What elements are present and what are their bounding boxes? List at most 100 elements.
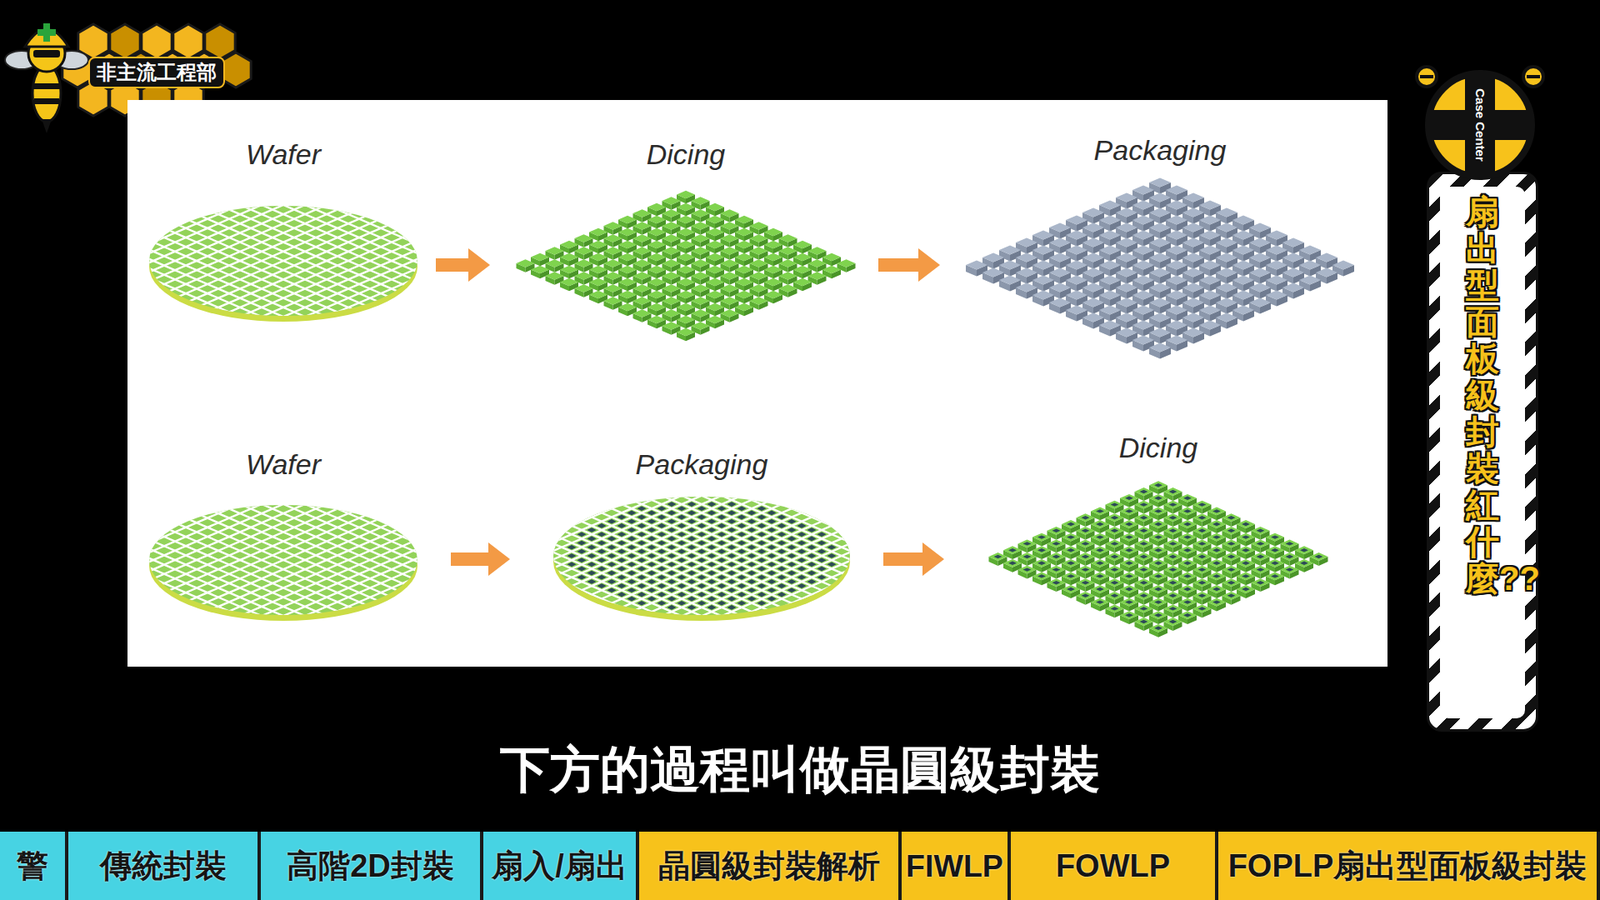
package-dot <box>1008 561 1017 565</box>
package-dot <box>747 562 757 568</box>
scribe-line <box>213 503 420 625</box>
die-top <box>1032 572 1051 581</box>
die-top <box>1182 267 1205 277</box>
die-top <box>720 309 740 317</box>
scribe-line <box>551 495 852 625</box>
scribe-line <box>147 204 420 326</box>
package-dot <box>667 570 677 576</box>
die-top <box>1165 320 1188 330</box>
die-top <box>705 265 725 274</box>
screw <box>1523 66 1544 87</box>
die-top <box>676 315 695 324</box>
die-top <box>1115 237 1138 247</box>
die-top <box>1149 598 1168 607</box>
die-top <box>676 290 695 299</box>
package-dot <box>757 592 767 598</box>
package-dot <box>817 566 827 572</box>
package-dot <box>1140 502 1149 506</box>
package-dot <box>717 549 727 555</box>
package-dot <box>787 588 797 594</box>
die-top <box>618 303 637 311</box>
die-top <box>618 240 637 249</box>
die-top <box>1182 327 1205 337</box>
package-dot <box>647 596 657 602</box>
package-dot <box>787 570 797 576</box>
die-top <box>1082 312 1105 322</box>
scribe-line <box>148 503 420 625</box>
die-top <box>1265 260 1288 270</box>
die-top <box>1310 552 1329 561</box>
die-top <box>618 278 637 286</box>
package-dot <box>1241 522 1250 526</box>
die-top <box>1182 237 1205 247</box>
die-top <box>1199 305 1221 315</box>
die-top <box>589 278 608 286</box>
scribe-line <box>147 204 420 326</box>
package-dot <box>1095 509 1105 513</box>
package-dot <box>637 549 647 555</box>
die-top <box>1061 520 1080 529</box>
die-top <box>676 253 695 261</box>
scribe-line <box>191 503 420 625</box>
die-top <box>1222 552 1241 561</box>
package-dot <box>1066 587 1075 591</box>
die-top <box>1105 591 1125 600</box>
package-dot <box>657 540 667 546</box>
package-dot <box>627 527 637 533</box>
package-dot <box>1300 548 1309 552</box>
die-top <box>676 328 695 336</box>
die-top <box>1232 305 1255 315</box>
package-dot <box>777 540 787 546</box>
package-dot <box>627 510 637 516</box>
die-top <box>633 221 652 230</box>
die-top <box>965 260 988 270</box>
package-dot <box>647 570 657 576</box>
scribe-line <box>147 503 420 625</box>
package-dot <box>667 553 677 559</box>
die-top <box>618 215 637 224</box>
die-top <box>1076 513 1095 522</box>
package-dot <box>1066 522 1075 526</box>
package-dot <box>1110 541 1120 545</box>
package-dot <box>737 505 747 511</box>
package-dot <box>647 588 657 594</box>
package-dot <box>667 536 677 542</box>
scribe-line <box>147 503 420 625</box>
package-dot <box>707 553 717 559</box>
die-top <box>676 215 695 224</box>
package-dot <box>607 536 617 542</box>
package-dot <box>1183 496 1192 500</box>
package-dot <box>767 588 777 594</box>
package-dot <box>1198 502 1207 506</box>
die-top <box>1135 605 1154 614</box>
package-dot <box>1154 496 1163 500</box>
die-top <box>1182 312 1205 322</box>
package-dot <box>687 588 697 594</box>
die-top <box>1099 320 1121 330</box>
badge-text: Case Center <box>1472 88 1488 162</box>
package-dot <box>767 553 777 559</box>
scribe-line <box>551 495 852 625</box>
package-dot <box>587 527 597 533</box>
package-dot <box>687 501 697 507</box>
die-top <box>647 290 666 299</box>
die-top <box>1082 297 1105 307</box>
die-top <box>662 259 681 267</box>
die-top <box>1132 320 1155 330</box>
die-top <box>1090 545 1110 555</box>
die-top <box>1090 572 1110 581</box>
die-top <box>647 265 666 274</box>
die-top <box>1207 572 1226 581</box>
package-dot <box>787 562 797 568</box>
die-top <box>720 209 740 217</box>
die-top <box>1182 192 1205 202</box>
scribe-line <box>148 204 420 326</box>
package-dot <box>597 566 607 572</box>
die-top <box>1099 200 1121 210</box>
package-dot <box>687 553 697 559</box>
package-dot <box>647 579 657 585</box>
die-top <box>1032 260 1055 270</box>
die-top <box>1135 565 1154 575</box>
package-dot <box>737 575 747 580</box>
die-top <box>604 234 623 242</box>
